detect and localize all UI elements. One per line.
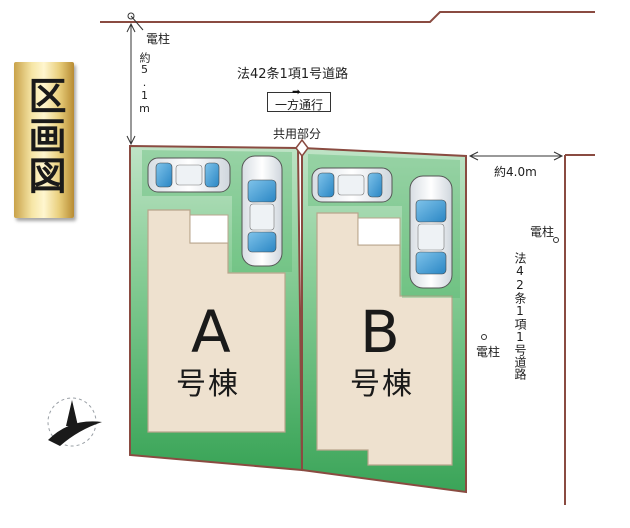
porch-b: [357, 217, 401, 246]
porch-a: [189, 214, 229, 244]
lot-b-label: 号棟: [350, 367, 414, 402]
car-a2: [241, 155, 283, 267]
car-a1: [147, 157, 231, 193]
car-b1: [311, 167, 393, 203]
pole-label-2: 電柱: [530, 225, 555, 239]
road-boundary-top: [100, 11, 595, 23]
dimension-right-road: [468, 151, 564, 161]
oneway-arrow-icon: ➡: [292, 87, 301, 98]
compass-icon: [47, 397, 102, 447]
car-b2: [409, 175, 453, 289]
title-plate: 区画図: [14, 62, 74, 218]
dimension-top-road: [126, 22, 136, 146]
utility-pole-2: [553, 237, 559, 243]
oneway-sign: 一方通行: [267, 92, 331, 112]
lot-b-letter: B: [360, 298, 400, 366]
title-text: 区画図: [22, 76, 67, 196]
pole-label-3: 電柱: [476, 345, 501, 359]
lot-a-label: 号棟: [176, 367, 240, 402]
top-road-width: 約5.1m: [138, 52, 151, 115]
shared-part-marker: [295, 138, 309, 158]
right-road-name: 法42条1項1号道路: [513, 252, 527, 380]
shared-part-label: 共用部分: [273, 127, 322, 141]
utility-pole-3: [481, 334, 487, 340]
lot-a-letter: A: [191, 298, 231, 366]
top-road-name: 法42条1項1号道路: [237, 67, 349, 82]
oneway-text: 一方通行: [274, 98, 323, 112]
right-road-width: 約4.0m: [494, 165, 537, 179]
pole-label-1: 電柱: [146, 32, 171, 46]
